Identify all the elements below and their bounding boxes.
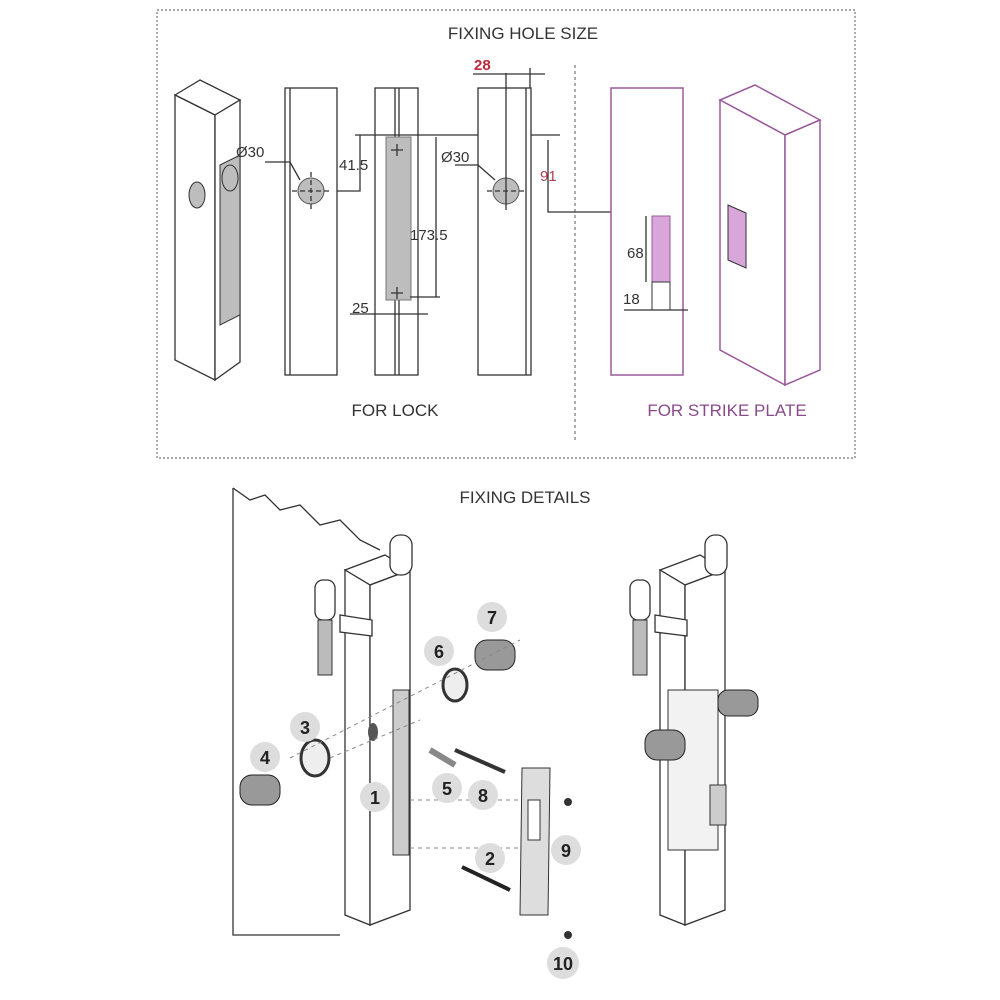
svg-text:10: 10 — [553, 954, 573, 974]
profile-lock-slot — [350, 87, 560, 376]
part-callouts: 1 2 3 4 5 6 7 8 9 10 — [250, 602, 581, 979]
svg-text:7: 7 — [487, 608, 497, 628]
part-callout-7: 7 — [477, 602, 507, 632]
dim-hole-diameter-2: Ø30 — [441, 149, 469, 166]
dim-173-5: 173.5 — [410, 227, 448, 244]
svg-text:6: 6 — [434, 642, 444, 662]
profile-side-hole — [455, 68, 640, 376]
dim-41-5: 41.5 — [339, 157, 368, 174]
dim-25: 25 — [352, 300, 369, 317]
svg-text:1: 1 — [370, 788, 380, 808]
dim-28: 28 — [474, 57, 491, 74]
part-callout-3: 3 — [290, 712, 320, 742]
part-callout-1: 1 — [360, 782, 390, 812]
svg-text:9: 9 — [561, 841, 571, 861]
svg-text:3: 3 — [300, 718, 310, 738]
for-lock-label: FOR LOCK — [352, 401, 440, 420]
dim-68: 68 — [627, 245, 644, 262]
hole-size-frame — [156, 9, 856, 459]
svg-text:8: 8 — [478, 786, 488, 806]
part-callout-6: 6 — [424, 636, 454, 666]
for-strike-label: FOR STRIKE PLATE — [647, 401, 806, 420]
part-callout-5: 5 — [432, 773, 462, 803]
hole-size-title: FIXING HOLE SIZE — [448, 24, 598, 43]
dim-18: 18 — [623, 291, 640, 308]
part-callout-4: 4 — [250, 742, 280, 772]
exploded-assembly — [232, 487, 759, 939]
part-callout-10: 10 — [547, 947, 579, 979]
svg-text:5: 5 — [442, 779, 452, 799]
part-callout-2: 2 — [475, 843, 505, 873]
iso-profile-lock — [173, 79, 242, 382]
dim-hole-diameter: Ø30 — [236, 144, 264, 161]
svg-text:4: 4 — [260, 748, 270, 768]
part-callout-8: 8 — [468, 780, 498, 810]
strike-profile-iso — [718, 84, 822, 387]
strike-profile-front — [610, 87, 688, 376]
profile-front-hole — [265, 87, 361, 376]
svg-text:2: 2 — [485, 849, 495, 869]
dim-91: 91 — [540, 168, 557, 185]
fixing-details-title: FIXING DETAILS — [460, 488, 591, 507]
part-callout-9: 9 — [551, 835, 581, 865]
